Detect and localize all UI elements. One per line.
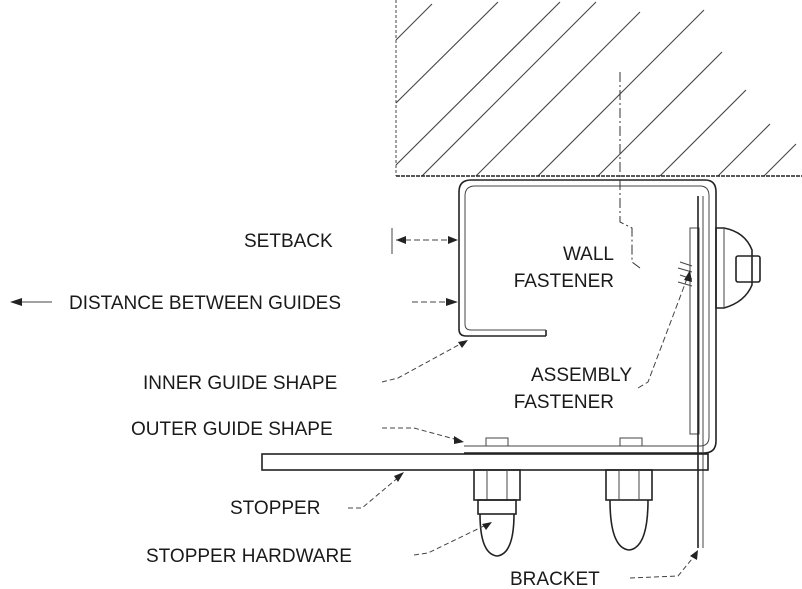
leader-assembly-fastener xyxy=(637,275,689,389)
leader-outer-guide-arrow xyxy=(454,436,464,444)
label-wall-fastener-1: WALL xyxy=(563,244,614,265)
leader-stopper-arrow xyxy=(394,472,404,482)
label-wall-fastener-2: FASTENER xyxy=(514,271,614,292)
label-inner-guide-shape: INNER GUIDE SHAPE xyxy=(143,373,337,394)
label-assembly-fastener-2: FASTENER xyxy=(514,392,614,413)
label-stopper: STOPPER xyxy=(230,498,320,519)
label-distance-between-guides: DISTANCE BETWEEN GUIDES xyxy=(69,293,341,314)
distance-arrow-right xyxy=(446,298,458,306)
stopper-bar xyxy=(261,453,709,471)
leader-stopper-hardware-arrow xyxy=(482,522,492,530)
setback-arrow-right xyxy=(448,236,458,244)
label-outer-guide-shape: OUTER GUIDE SHAPE xyxy=(131,419,333,440)
stopper-pad-left xyxy=(485,437,509,447)
inner-plate xyxy=(689,227,700,435)
wall-hatching xyxy=(395,1,797,177)
wall-fastener-centerline xyxy=(619,72,641,269)
leader-stopper-hardware xyxy=(413,523,489,556)
outer-guide-shape xyxy=(458,179,717,454)
stopper-hardware-left xyxy=(473,469,521,557)
leader-bracket xyxy=(629,553,697,579)
stopper-hardware-right xyxy=(605,469,653,551)
leader-inner-guide xyxy=(381,341,465,383)
leader-bracket-arrow xyxy=(690,550,698,560)
distance-arrow-left xyxy=(10,298,22,306)
setback-arrow-left xyxy=(396,236,406,244)
leader-outer-guide xyxy=(382,427,459,441)
wall-fastener-head xyxy=(715,227,761,309)
stopper-pad-right xyxy=(619,437,643,447)
outer-guide-inner-wall xyxy=(464,185,710,447)
label-setback: SETBACK xyxy=(244,231,333,252)
label-stopper-hardware: STOPPER HARDWARE xyxy=(146,546,352,567)
label-assembly-fastener-1: ASSEMBLY xyxy=(531,365,632,386)
leader-assembly-arrow xyxy=(684,270,692,282)
leader-stopper xyxy=(348,475,401,509)
label-bracket: BRACKET xyxy=(510,569,600,589)
assembly-fastener-threads xyxy=(677,261,693,287)
leader-inner-guide-arrow xyxy=(458,340,468,348)
